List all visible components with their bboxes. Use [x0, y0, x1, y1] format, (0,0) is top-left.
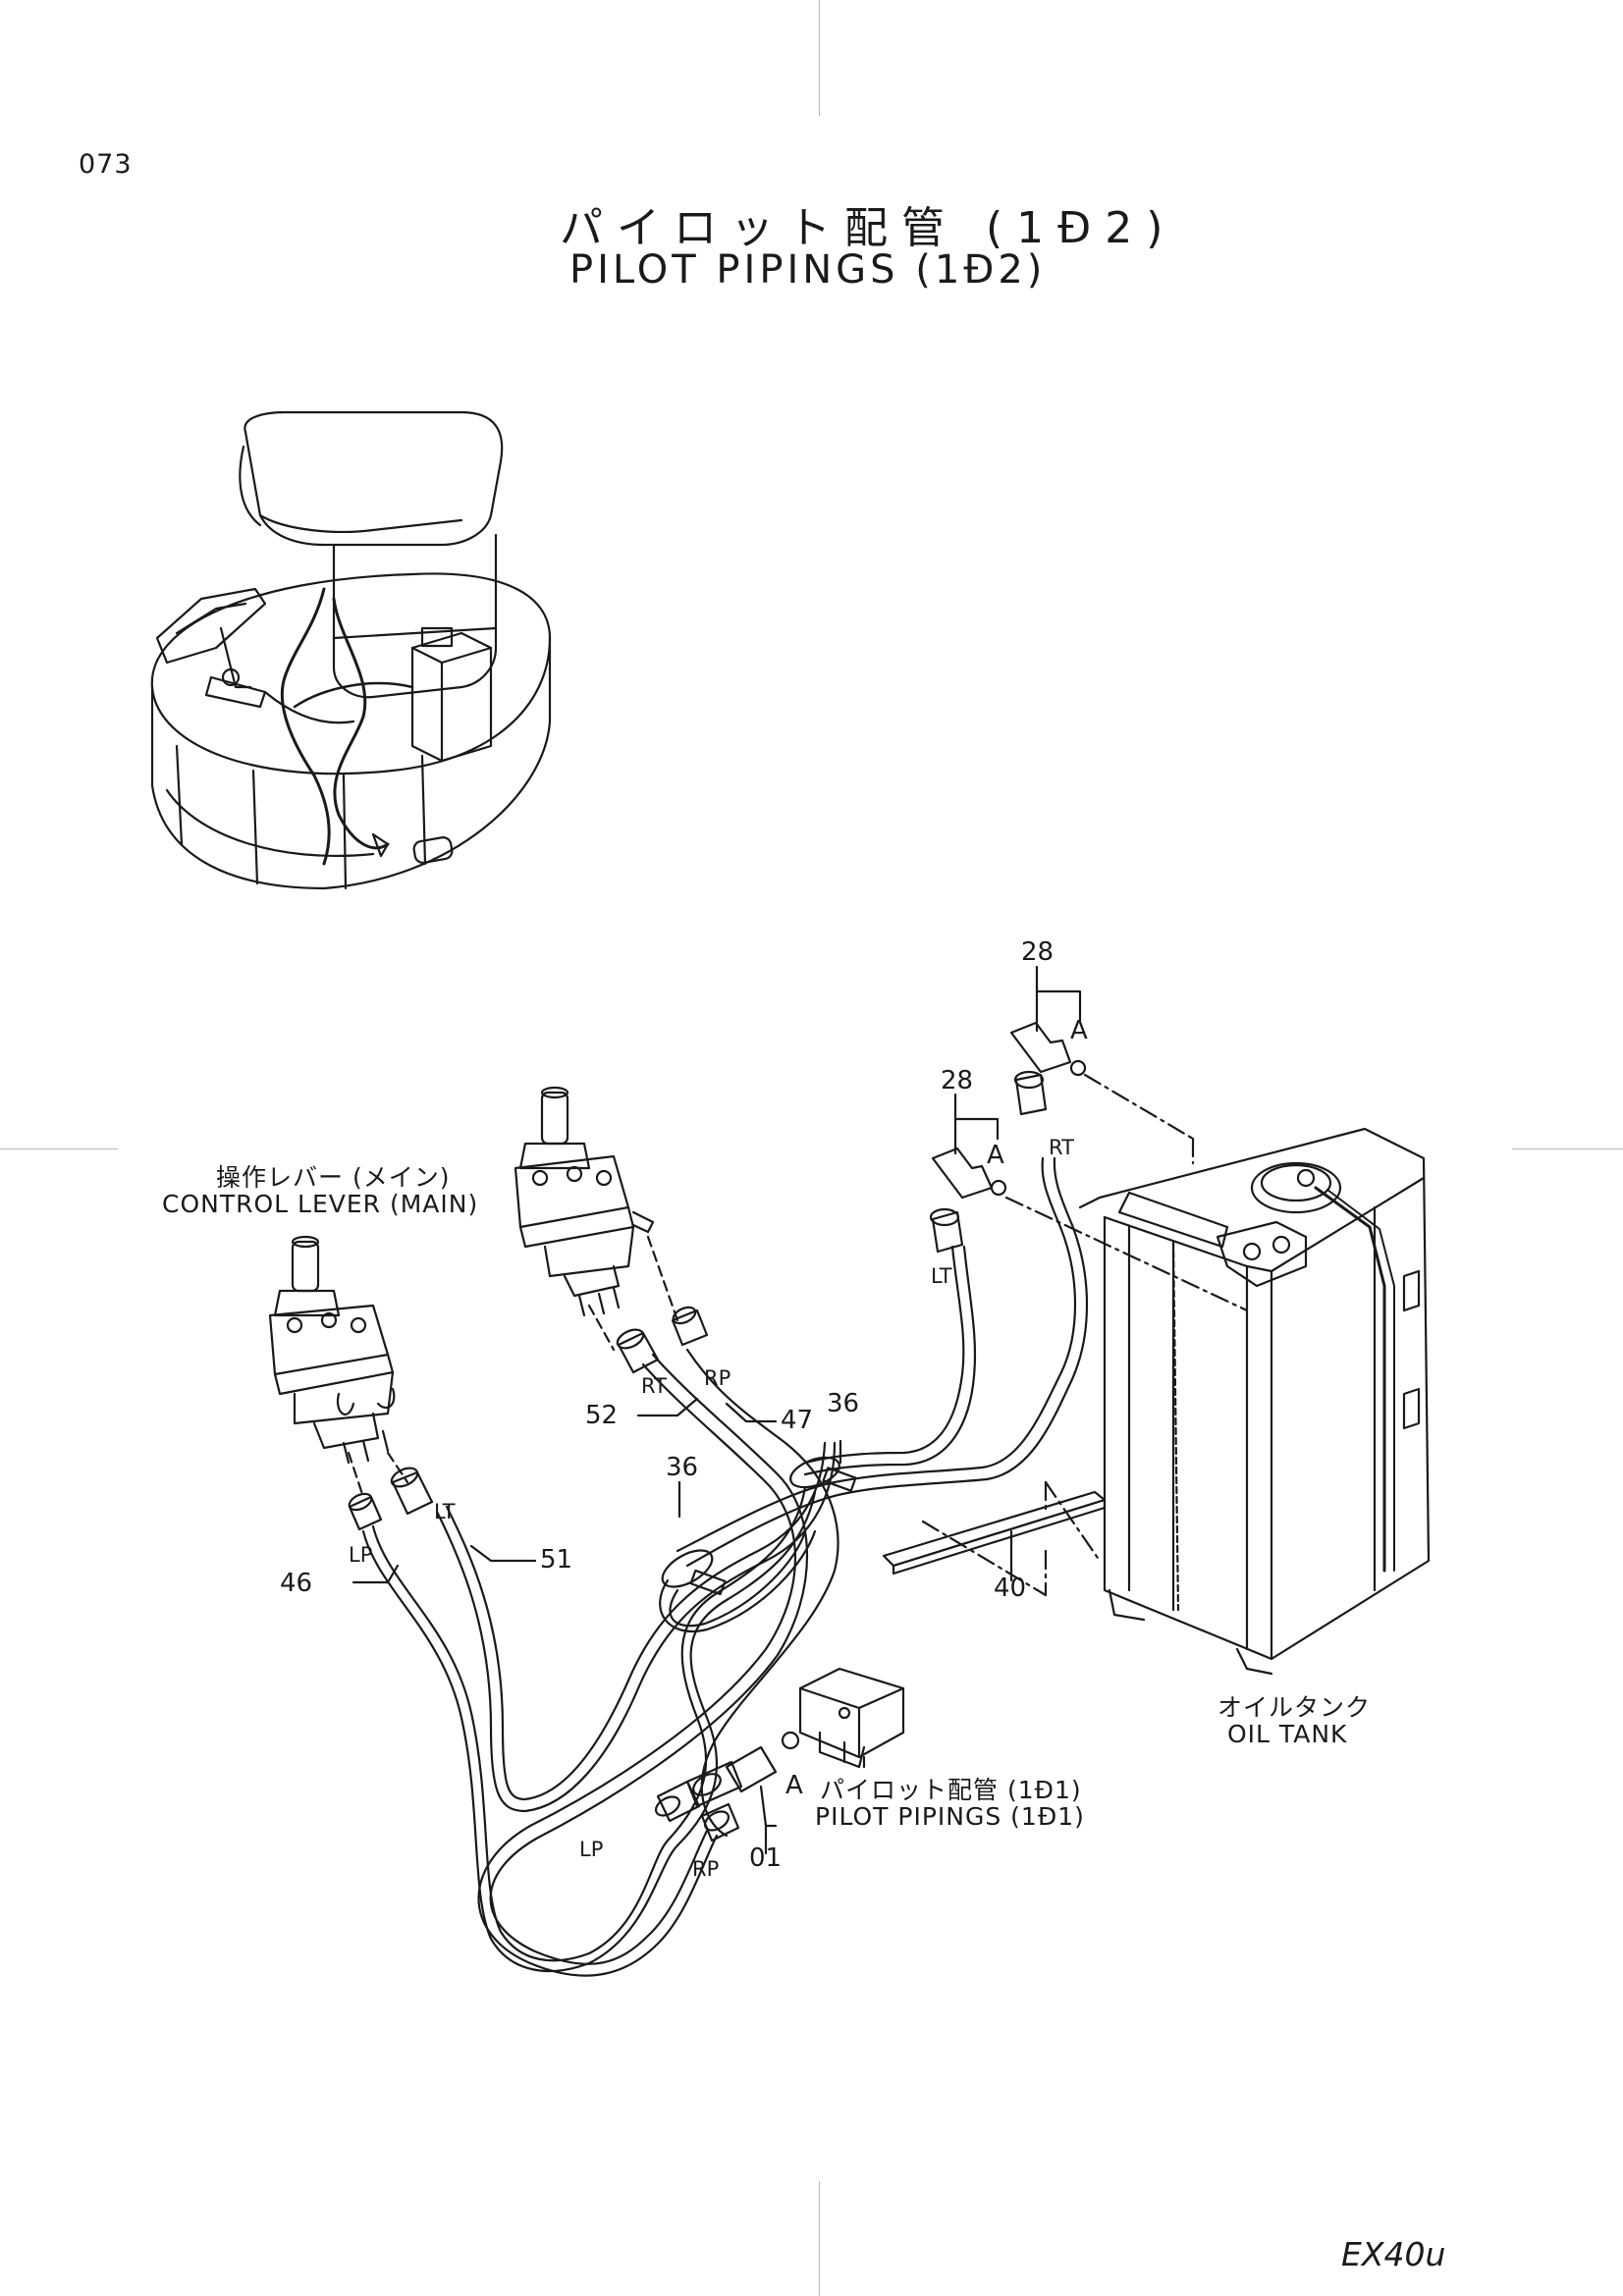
- port-label-rt-tank: RT: [1049, 1136, 1074, 1159]
- pilot-ref-label-jp: パイロット配管 (1Ð1): [820, 1776, 1082, 1804]
- hose-clamps: [661, 1456, 857, 1596]
- callout-40: 40: [994, 1574, 1027, 1603]
- callout-a-block: A: [785, 1771, 803, 1800]
- callout-36-left: 36: [666, 1453, 699, 1482]
- callout-a-lower: A: [987, 1141, 1004, 1170]
- port-label-rt-valve: RT: [641, 1374, 667, 1398]
- callout-28-lower: 28: [941, 1066, 974, 1095]
- port-label-lp-valve: LP: [349, 1543, 373, 1567]
- crop-mark-right: [1512, 1148, 1623, 1149]
- port-label-lt-tank: LT: [931, 1264, 952, 1288]
- page-number: 073: [79, 149, 133, 180]
- callout-36-right: 36: [827, 1389, 860, 1418]
- pilot-hoses: [361, 1156, 1089, 1977]
- pilot-valve-block: [654, 1667, 905, 1842]
- model-code: EX40u: [1341, 2235, 1446, 2273]
- oil-tank-label-jp: オイルタンク: [1217, 1693, 1372, 1722]
- control-lever-label-en: CONTROL LEVER (MAIN): [162, 1190, 479, 1218]
- page-title-en: PILOT PIPINGS (1Ð2): [569, 247, 1047, 293]
- pilot-ref-label-en: PILOT PIPINGS (1Ð1): [815, 1802, 1085, 1831]
- callout-a-upper: A: [1070, 1016, 1088, 1045]
- callout-28-upper: 28: [1021, 937, 1055, 967]
- page-title-jp: パイロット配管 (1Ð2): [560, 203, 1177, 253]
- rubber-strip: [882, 1490, 1107, 1582]
- port-label-rp-valve: RP: [704, 1366, 731, 1390]
- crop-mark-bottom: [819, 2181, 820, 2296]
- oil-tank: [1078, 1127, 1431, 1676]
- control-lever-label-jp: 操作レバー (メイン): [216, 1163, 451, 1192]
- crop-mark-top: [819, 0, 820, 116]
- port-label-lp-block: LP: [579, 1838, 604, 1861]
- callout-51: 51: [540, 1545, 573, 1575]
- control-lever-valve-right: [514, 1086, 655, 1317]
- oil-tank-label-en: OIL TANK: [1227, 1720, 1348, 1748]
- callout-47: 47: [781, 1406, 814, 1435]
- port-label-rp-block: RP: [692, 1857, 720, 1881]
- crop-mark-left: [0, 1148, 118, 1149]
- port-label-lt-valve: LT: [434, 1500, 456, 1523]
- callout-46: 46: [280, 1569, 313, 1598]
- hose-fittings: [348, 1070, 1048, 1531]
- callout-52: 52: [585, 1401, 619, 1430]
- control-lever-valve-left: [268, 1235, 396, 1465]
- machine-overview-illustration: [150, 410, 552, 890]
- callout-leaders: [352, 1397, 842, 1855]
- callout-01: 01: [749, 1843, 783, 1873]
